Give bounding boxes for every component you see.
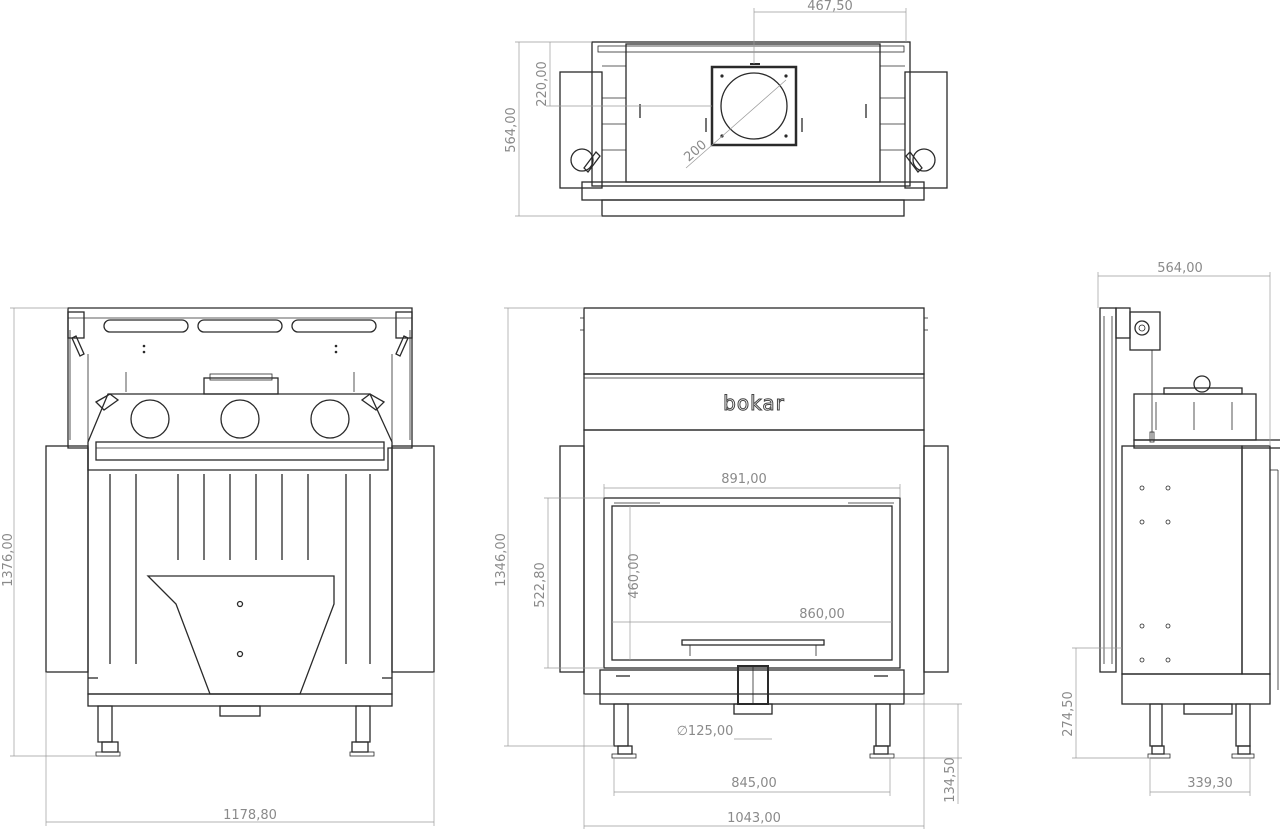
side-leg-depth-dim: 339,30 — [1187, 776, 1233, 791]
door-height-dim: 522,80 — [533, 562, 548, 608]
rear-view: 1376,00 1178,80 — [1, 307, 435, 826]
top-offset-dim: 220,00 — [535, 61, 550, 107]
front-view: bokar — [494, 307, 962, 829]
inlet-diameter-dim: ∅125,00 — [677, 724, 734, 739]
side-view: 564,00 274,50 339,30 — [1061, 261, 1280, 796]
total-width-dim: 1043,00 — [727, 811, 781, 826]
flue-diameter-dim: 200 — [681, 138, 710, 166]
side-base-height-dim: 274,50 — [1061, 691, 1076, 737]
top-depth-dim: 564,00 — [504, 107, 519, 153]
top-width-dim: 467,50 — [807, 0, 853, 14]
glass-height-dim: 460,00 — [627, 553, 642, 599]
leg-span-dim: 845,00 — [731, 776, 777, 791]
rear-height-dim: 1376,00 — [1, 533, 16, 587]
door-width-dim: 891,00 — [721, 472, 767, 487]
brand-logo: bokar — [723, 391, 785, 415]
front-height-dim: 1346,00 — [494, 533, 509, 587]
top-view: 467,50 220,00 564,00 200 — [504, 0, 948, 217]
rear-width-dim: 1178,80 — [223, 808, 277, 823]
glass-width-dim: 860,00 — [799, 607, 845, 622]
side-depth-dim: 564,00 — [1157, 261, 1203, 276]
leg-height-dim: 134,50 — [943, 757, 958, 803]
